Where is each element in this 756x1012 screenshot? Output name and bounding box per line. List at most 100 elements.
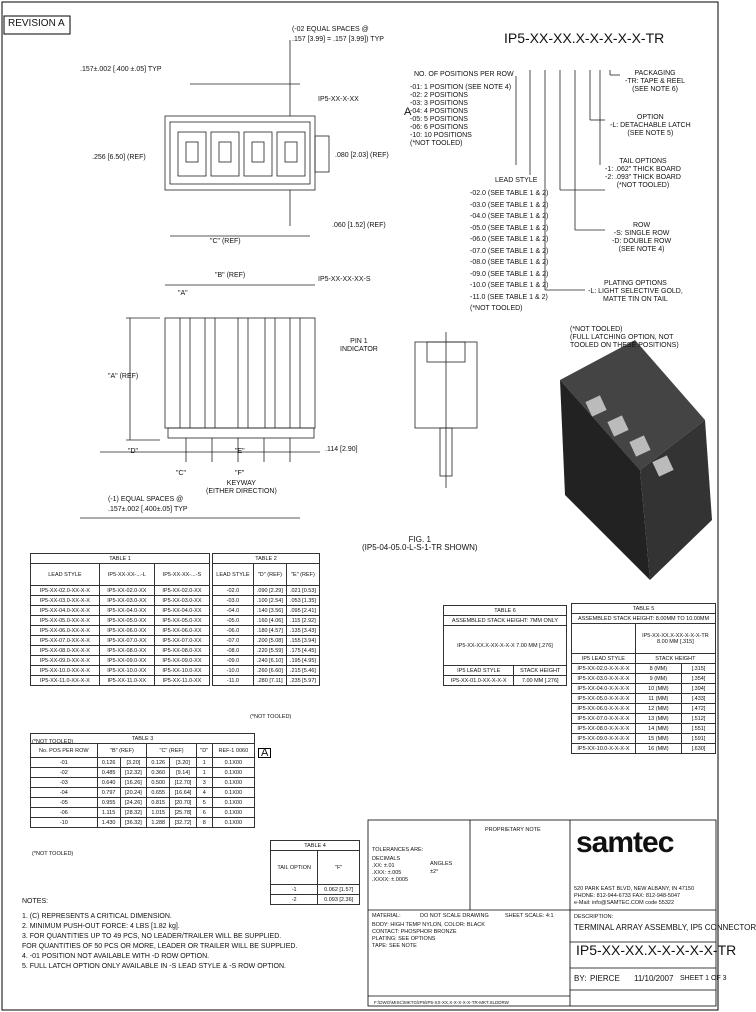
table-3-cell: 4 [195,787,213,798]
dim-equal-spaces-value: .157 [3.99] = .157 [3.99]) TYP [292,36,384,43]
table-6: TABLE 6 ASSEMBLED STACK HEIGHT: 7MM ONLY… [442,605,567,686]
table-3-cell: [16.64] [169,787,197,798]
by-label: BY: [574,974,587,983]
table-1-cell: IP5-XX-10.0-XX [98,665,155,676]
table-4-cell: -2 [269,894,319,905]
table-3-cell: 0.1X00 [211,787,256,798]
table-2-cell: -10.0 [212,665,254,676]
table-3-cell: -05 [30,797,98,808]
table-3-cell: [28.32] [119,807,148,818]
description-label: DESCRIPTION: [574,914,614,920]
table-1-title: TABLE 1 [30,553,210,564]
lead-style-title: LEAD STYLE [495,177,538,184]
table-2-cell: .100 [2.54] [252,595,287,606]
table-3-cell: 0.815 [146,797,171,808]
table-1-cell: IP5-XX-04.0-XX [98,605,155,616]
table-2-cell: .260 [6.60] [252,665,287,676]
revision-label: REVISION A [8,18,65,29]
table-1-cell: IP5-XX-03.0-XX [153,595,211,606]
dim-b-ref: "B" (REF) [215,272,246,279]
file-path: F:\DWG\MISC\MKTG\IP5\IP5-XX-XX.X-X-X-X-X… [374,1000,509,1005]
critical-marker-a: A [404,106,412,118]
table-3-cell: [16.26] [119,777,148,788]
table-2-cell: -03.0 [212,595,254,606]
table-3-cell: -02 [30,767,98,778]
do-not-scale: DO NOT SCALE DRAWING [420,913,489,919]
table-5-cell: 14 (MM) [634,723,682,734]
table-2-cell: -09.0 [212,655,254,666]
line-art [1,1,719,1011]
table-1-cell: IP5-XX-05.0-XX [98,615,155,626]
table-3-cell: [25.78] [169,807,197,818]
table-3-cell: 0.1X00 [211,797,256,808]
table-1-cell: IP5-XX-10.0-XX-X-X [30,665,100,676]
table-2-row: -05.0.160 [4.06].115 [2.92] [212,615,321,626]
dim-e: "E" [235,448,245,455]
table-3-cell: [24.26] [119,797,148,808]
table-2-cell: -07.0 [212,635,254,646]
table-3-cell: [20.70] [169,797,197,808]
table-3-cell: 0.485 [96,767,121,778]
table-3-cell: 0.1X00 [211,817,256,828]
table-3-cell: 0.1X00 [211,757,256,768]
drawing-date: 11/10/2007 [634,974,674,983]
dim-a: "A" [178,290,188,297]
dim-d: "D" [128,448,139,455]
positions-list: -01: 1 POSITION (SEE NOTE 4)-02: 2 POSIT… [410,84,512,147]
table-3-cell: 0.500 [146,777,171,788]
table-5-cell: [.433] [680,693,717,704]
table-1-cell: IP5-XX-04.0-XX-X-X [30,605,100,616]
table-2-row: -08.0.220 [5.59].175 [4.45] [212,645,321,656]
table-1-cell: IP5-XX-08.0-XX [153,645,211,656]
table-3-cell: 0.1X00 [211,807,256,818]
dim-part-s: IP5-XX-XX-XX-S [318,276,371,283]
table-2-row: -04.0.140 [3.56].095 [2.41] [212,605,321,616]
table-5-cell: 16 (MM) [634,743,682,754]
table-5-cell: IP5-XX-03.0-X-X-X-X [571,673,636,684]
table-5-title: TABLE 5 [571,603,716,614]
table-1-cell: IP5-XX-07.0-XX [153,635,211,646]
dim-080: .080 [2.03] (REF) [335,152,389,159]
table-2-cell: .053 [1.35] [285,595,321,606]
table-3-cell: -10 [30,817,98,828]
table-3-cell: 0.1X00 [211,767,256,778]
dim-c: "C" [176,470,187,477]
table-5-cell: [.394] [680,683,717,694]
table-2-cell: -08.0 [212,645,254,656]
tolerances-title: TOLERANCES ARE: [372,847,424,853]
table-1-cell: IP5-XX-10.0-XX [153,665,211,676]
table-2-cell: .220 [5.59] [252,645,287,656]
row-callout: ROW-S: SINGLE ROW -D: DOUBLE ROW(SEE NOT… [612,222,672,253]
table-2-cell: .195 [4.95] [285,655,321,666]
table-6-cell: IP5-XX-01.0-XX-X-X-X [442,675,515,686]
table-1-cell: IP5-XX-07.0-XX [98,635,155,646]
table-1-cell: IP5-XX-11.0-XX-X-X [30,675,100,686]
table-1-cell: IP5-XX-11.0-XX [98,675,155,686]
table-5-cell: IP5-XX-09.0-X-X-X-X [571,733,636,744]
table-5-cell: IP5-XX-02.0-X-X-X-X [571,663,636,674]
table-1-cell: IP5-XX-09.0-XX-X-X [30,655,100,666]
table-2-cell: .160 [4.06] [252,615,287,626]
table-1-cell: IP5-XX-09.0-XX [153,655,211,666]
table-3-cell: -03 [30,777,98,788]
dim-f: "F" [235,470,245,477]
table-1-cell: IP5-XX-06.0-XX [98,625,155,636]
table-1-cell: IP5-XX-11.0-XX [153,675,211,686]
dim-part-ref: IP5-XX-X-XX [318,96,359,103]
table-2-cell: -04.0 [212,605,254,616]
table-4-cell: 0.062 [1.57] [317,884,360,895]
tolerances: DECIMALS.XX: ±.01 .XXX: ±.005.XXXX: ±.00… [372,856,409,883]
table-5-cell: 9 (MM) [634,673,682,684]
table-5-cell: [.354] [680,673,717,684]
table-3-cell: 0.655 [146,787,171,798]
table-5-cell: [.551] [680,723,717,734]
fig1-caption: FIG. 1(IP5-04-05.0-L-S-1-TR SHOWN) [362,535,478,552]
